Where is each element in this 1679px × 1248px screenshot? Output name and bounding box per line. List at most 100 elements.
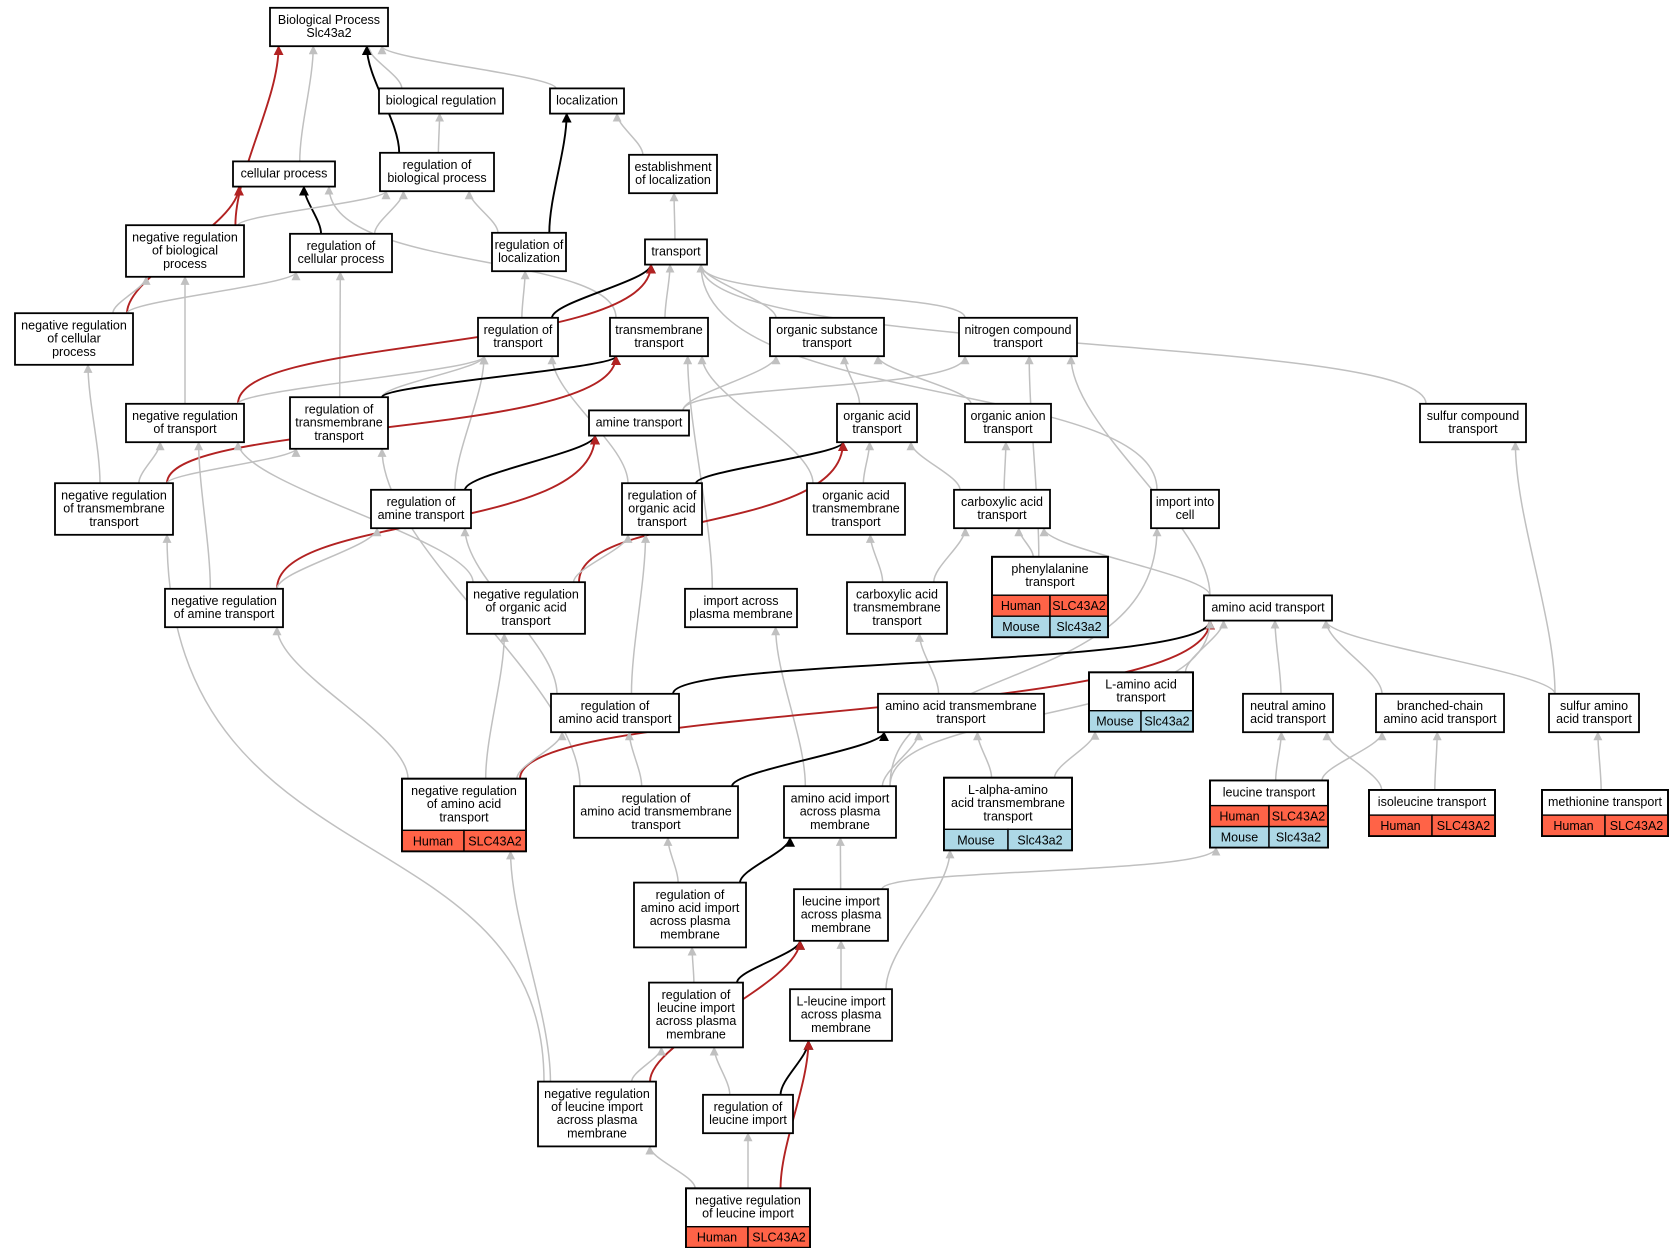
node-label-line: amino acid transmembrane <box>580 805 732 819</box>
node-box <box>477 316 559 358</box>
node-label-line: transmembrane <box>853 601 941 615</box>
edge-is-a <box>696 263 966 319</box>
edge-regulates <box>381 355 621 399</box>
node-label-line: negative regulation <box>695 1194 801 1208</box>
node-label-line: membrane <box>666 1027 726 1041</box>
node-label-line: regulation of <box>495 238 564 252</box>
node-outline <box>401 777 527 853</box>
node-amino-acid-transport: amino acid transport <box>1203 594 1333 622</box>
node-label-line: transport <box>439 810 489 824</box>
gene-symbol: Slc43a2 <box>1056 620 1101 634</box>
node-label-line: process <box>52 345 96 359</box>
edge-is-a <box>1593 731 1603 790</box>
node-label-line: transport <box>993 336 1043 350</box>
gene-symbol: Slc43a2 <box>1276 831 1321 845</box>
node-label-line: regulation of <box>662 988 731 1002</box>
node-label-line: acid transport <box>1556 712 1632 726</box>
node-label-line: branched-chain <box>1397 699 1483 713</box>
edge-is-a <box>682 355 781 411</box>
node-box <box>621 482 703 536</box>
node-label-line: nitrogen compound <box>964 323 1071 337</box>
node-label-line: negative regulation <box>132 409 238 423</box>
species-label: Mouse <box>1002 620 1040 634</box>
node-label-line: leucine transport <box>1223 786 1316 800</box>
node-label-line: transport <box>631 818 681 832</box>
edge-is-a <box>840 355 861 404</box>
node-box <box>269 6 389 48</box>
node-label-line: amino acid transport <box>1211 601 1325 615</box>
edge-is-a <box>166 447 301 484</box>
node-amine-transport: amine transport <box>588 409 690 437</box>
edge-is-a <box>1024 355 1040 557</box>
node-box <box>466 581 586 635</box>
node-label-line: transport <box>634 336 684 350</box>
gene-symbol: SLC43A2 <box>1437 819 1491 833</box>
node-label-line: transport <box>1116 691 1166 705</box>
edge-is-a <box>696 263 1158 490</box>
node-label-line: of biological <box>152 244 218 258</box>
node-box <box>379 151 495 193</box>
edge-is-a <box>1184 619 1229 673</box>
species-label: Human <box>1001 599 1041 613</box>
node-label-line: across plasma <box>800 805 881 819</box>
node-box <box>1375 692 1505 734</box>
edge-is-a <box>1014 527 1034 557</box>
node-label-line: amino acid import <box>641 901 740 915</box>
species-label: Human <box>1380 819 1420 833</box>
edge-is-a <box>682 355 970 411</box>
node-label-line: regulation of <box>387 495 456 509</box>
edge-is-a <box>162 533 545 1082</box>
node-label-line: phenylalanine <box>1011 562 1088 576</box>
species-label: Human <box>1219 810 1259 824</box>
node-box <box>846 581 948 635</box>
node-label-line: transmembrane <box>615 323 703 337</box>
edge-is-a <box>914 632 940 694</box>
node-label-line: carboxylic acid <box>856 587 938 601</box>
node-label-line: negative regulation <box>473 587 579 601</box>
edge-is-a <box>276 527 382 590</box>
edge-is-a <box>237 355 489 405</box>
edge-is-a <box>435 112 445 153</box>
edge-is-a <box>771 626 807 787</box>
node-label-line: import across <box>703 594 778 608</box>
node-label-line: transport <box>314 429 364 443</box>
node-outline <box>1209 779 1329 849</box>
node-box <box>54 482 174 536</box>
node-label-line: membrane <box>567 1126 627 1140</box>
node-label-line: carboxylic acid <box>961 495 1043 509</box>
node-label-line: transport <box>831 515 881 529</box>
edge-is-a <box>233 441 474 583</box>
node-label-line: neutral amino <box>1250 699 1326 713</box>
node-box <box>953 488 1051 530</box>
node-label-line: regulation of <box>656 888 725 902</box>
species-label: Human <box>1553 819 1593 833</box>
node-label-line: transport <box>983 809 1033 823</box>
node-box <box>289 232 393 274</box>
edge-is-a <box>906 441 961 490</box>
gene-symbol: Slc43a2 <box>1017 833 1062 847</box>
node-label-line: biological process <box>387 171 486 185</box>
edge-negatively-regulates <box>237 263 656 404</box>
node-label-line: sulfur amino <box>1560 699 1628 713</box>
node-label-line: organic anion <box>970 409 1045 423</box>
node-cellular-process: cellular process <box>232 160 336 188</box>
edge-is-a <box>669 192 679 240</box>
species-label: Mouse <box>957 833 995 847</box>
node-label-line: transport <box>1025 575 1075 589</box>
node-box <box>1150 488 1220 530</box>
edge-is-a <box>1432 731 1442 790</box>
